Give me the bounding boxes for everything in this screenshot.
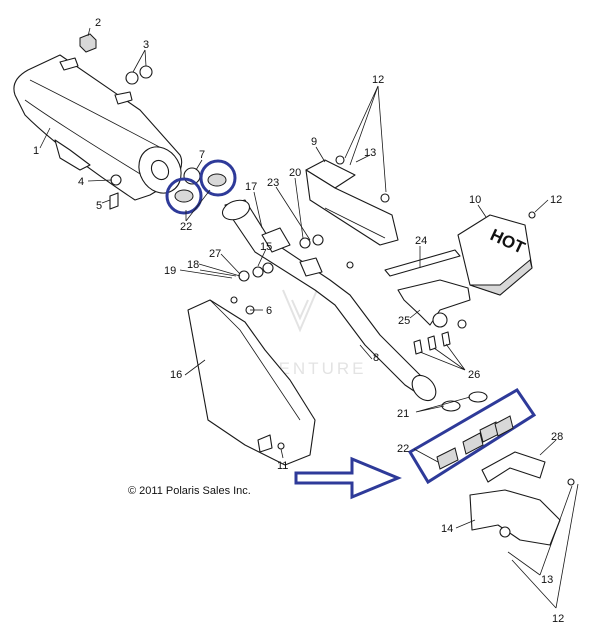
callout-26: 26	[468, 369, 480, 381]
callout-25: 25	[398, 315, 410, 327]
callout-22-top: 22	[180, 221, 192, 233]
leader-lines	[39, 27, 579, 609]
callout-21: 21	[397, 408, 409, 420]
callout-1: 1	[33, 145, 39, 157]
callout-8: 8	[373, 352, 379, 364]
callouts: 2 3 1 4 5 7 22 12 13 9 20 17 23 10 12 24…	[33, 17, 564, 625]
callout-16: 16	[170, 369, 182, 381]
callout-10: 10	[469, 194, 481, 206]
heat-shield-top: HOT	[457, 211, 536, 296]
callout-12-bottom: 12	[552, 613, 564, 625]
callout-14: 14	[441, 523, 453, 535]
callout-6: 6	[266, 305, 272, 317]
studs	[413, 331, 451, 355]
muffler-hardware	[79, 33, 201, 210]
bracket	[305, 155, 399, 269]
callout-5: 5	[96, 200, 102, 212]
callout-18: 18	[187, 259, 199, 271]
copyright-text: © 2011 Polaris Sales Inc.	[128, 485, 251, 497]
callout-13-bottom: 13	[541, 574, 553, 586]
callout-12-top: 12	[372, 74, 384, 86]
muffler-gaskets	[165, 159, 237, 215]
heat-shield-lower	[187, 299, 316, 466]
gaskets-21	[441, 391, 488, 412]
callout-9: 9	[311, 136, 317, 148]
callout-17: 17	[245, 181, 257, 193]
springs-highlighted	[407, 388, 537, 485]
callout-23: 23	[267, 177, 279, 189]
manifold-flange	[384, 249, 471, 329]
callout-27: 27	[209, 248, 221, 260]
callout-28: 28	[551, 431, 563, 443]
header-shield	[469, 451, 575, 546]
callout-22-bottom: 22	[397, 443, 409, 455]
highlight-circle-right	[199, 159, 237, 197]
callout-15: 15	[260, 241, 272, 253]
callout-20: 20	[289, 167, 301, 179]
callout-3: 3	[143, 39, 149, 51]
highlight-box	[407, 388, 537, 485]
muffler	[13, 54, 183, 201]
callout-4: 4	[78, 176, 84, 188]
callout-19: 19	[164, 265, 176, 277]
callout-13-top: 13	[364, 147, 376, 159]
pointer-arrow	[294, 456, 402, 500]
head-pipe	[221, 199, 437, 402]
callout-2: 2	[95, 17, 101, 29]
callout-11: 11	[277, 460, 288, 472]
callout-12-right: 12	[550, 194, 562, 206]
highlight-circle-left	[165, 177, 203, 215]
callout-24: 24	[415, 235, 427, 247]
callout-7: 7	[199, 149, 205, 161]
